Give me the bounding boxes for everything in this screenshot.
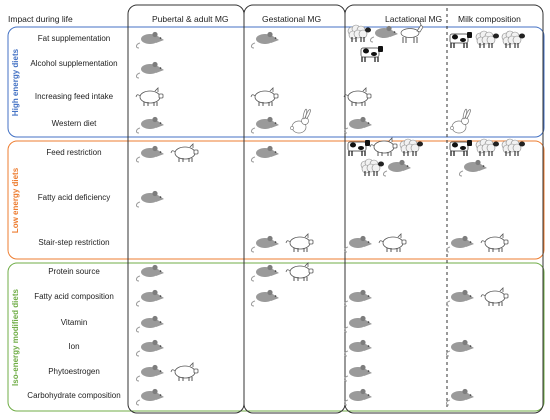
row-label: Stair-step restriction xyxy=(38,238,110,247)
mouse-icon xyxy=(251,31,279,49)
cow-icon xyxy=(449,140,472,156)
mouse-icon xyxy=(136,145,164,163)
row-label: Phytoestrogen xyxy=(48,367,100,376)
sheep-icon xyxy=(501,30,525,48)
pig-icon xyxy=(480,287,509,306)
column-frame-lactation-milk xyxy=(344,4,544,414)
cow-icon xyxy=(347,140,370,156)
header-col-pubertal: Pubertal & adult MG xyxy=(152,14,229,24)
pig-icon xyxy=(343,87,372,106)
row-label: Ion xyxy=(68,342,80,351)
row-label: Fatty acid deficiency xyxy=(37,193,111,202)
pig-icon xyxy=(480,233,509,252)
mouse-icon xyxy=(370,25,398,43)
sheep-icon xyxy=(360,158,384,176)
pig-icon xyxy=(285,262,314,281)
mouse-icon xyxy=(251,145,279,163)
mouse-icon xyxy=(446,289,474,307)
pig-icon xyxy=(378,233,407,252)
mouse-icon xyxy=(344,388,372,406)
mouse-icon xyxy=(251,116,279,134)
mouse-icon xyxy=(136,116,164,134)
row-label: Fat supplementation xyxy=(37,34,111,43)
row-label: Increasing feed intake xyxy=(34,92,114,101)
row-label: Vitamin xyxy=(60,318,88,327)
sheep-icon xyxy=(475,138,499,156)
group-box-2 xyxy=(7,262,545,412)
mouse-icon xyxy=(344,116,372,134)
mouse-icon xyxy=(446,388,474,406)
mouse-icon xyxy=(136,61,164,79)
row-label: Western diet xyxy=(51,119,97,128)
group-box-0 xyxy=(7,26,545,138)
rabbit-icon xyxy=(450,108,471,134)
row-label: Fatty acid composition xyxy=(34,292,114,301)
mouse-icon xyxy=(136,388,164,406)
pig-icon xyxy=(285,233,314,252)
row-label: Carbohydrate composition xyxy=(27,391,121,400)
sheep-icon xyxy=(347,24,371,42)
mouse-icon xyxy=(344,339,372,357)
sheep-icon xyxy=(501,138,525,156)
mouse-icon xyxy=(251,289,279,307)
mouse-icon xyxy=(251,264,279,282)
sheep-icon xyxy=(399,138,423,156)
cow-icon xyxy=(449,32,472,48)
row-label: Feed restriction xyxy=(46,148,102,157)
header-col-lactational: Lactational MG xyxy=(385,14,443,24)
mouse-icon xyxy=(136,190,164,208)
mouse-icon xyxy=(136,364,164,382)
pig-icon xyxy=(369,137,398,156)
header-col-milk: Milk composition xyxy=(458,14,521,24)
pig-icon xyxy=(170,143,199,162)
mouse-icon xyxy=(136,264,164,282)
row-label: Alcohol supplementation xyxy=(30,59,118,68)
mouse-icon xyxy=(251,235,279,253)
sheep-icon xyxy=(475,30,499,48)
mouse-icon xyxy=(136,31,164,49)
mouse-icon xyxy=(344,315,372,333)
rabbit-icon xyxy=(290,108,311,134)
header-col-gestational: Gestational MG xyxy=(262,14,322,24)
mouse-icon xyxy=(344,364,372,382)
mouse-icon xyxy=(446,235,474,253)
cow-icon xyxy=(360,46,383,62)
mouse-icon xyxy=(459,159,487,177)
mouse-icon xyxy=(446,339,474,357)
mouse-icon xyxy=(136,289,164,307)
header-impact: Impact during life xyxy=(8,14,73,24)
pig-icon xyxy=(250,87,279,106)
pig-icon xyxy=(170,362,199,381)
mouse-icon xyxy=(344,235,372,253)
mouse-icon xyxy=(383,159,411,177)
row-label: Protein source xyxy=(48,267,100,276)
group-box-1 xyxy=(7,140,545,260)
mouse-icon xyxy=(136,315,164,333)
pig-icon xyxy=(135,87,164,106)
mouse-icon xyxy=(136,339,164,357)
goat-icon xyxy=(400,19,424,43)
mouse-icon xyxy=(344,289,372,307)
